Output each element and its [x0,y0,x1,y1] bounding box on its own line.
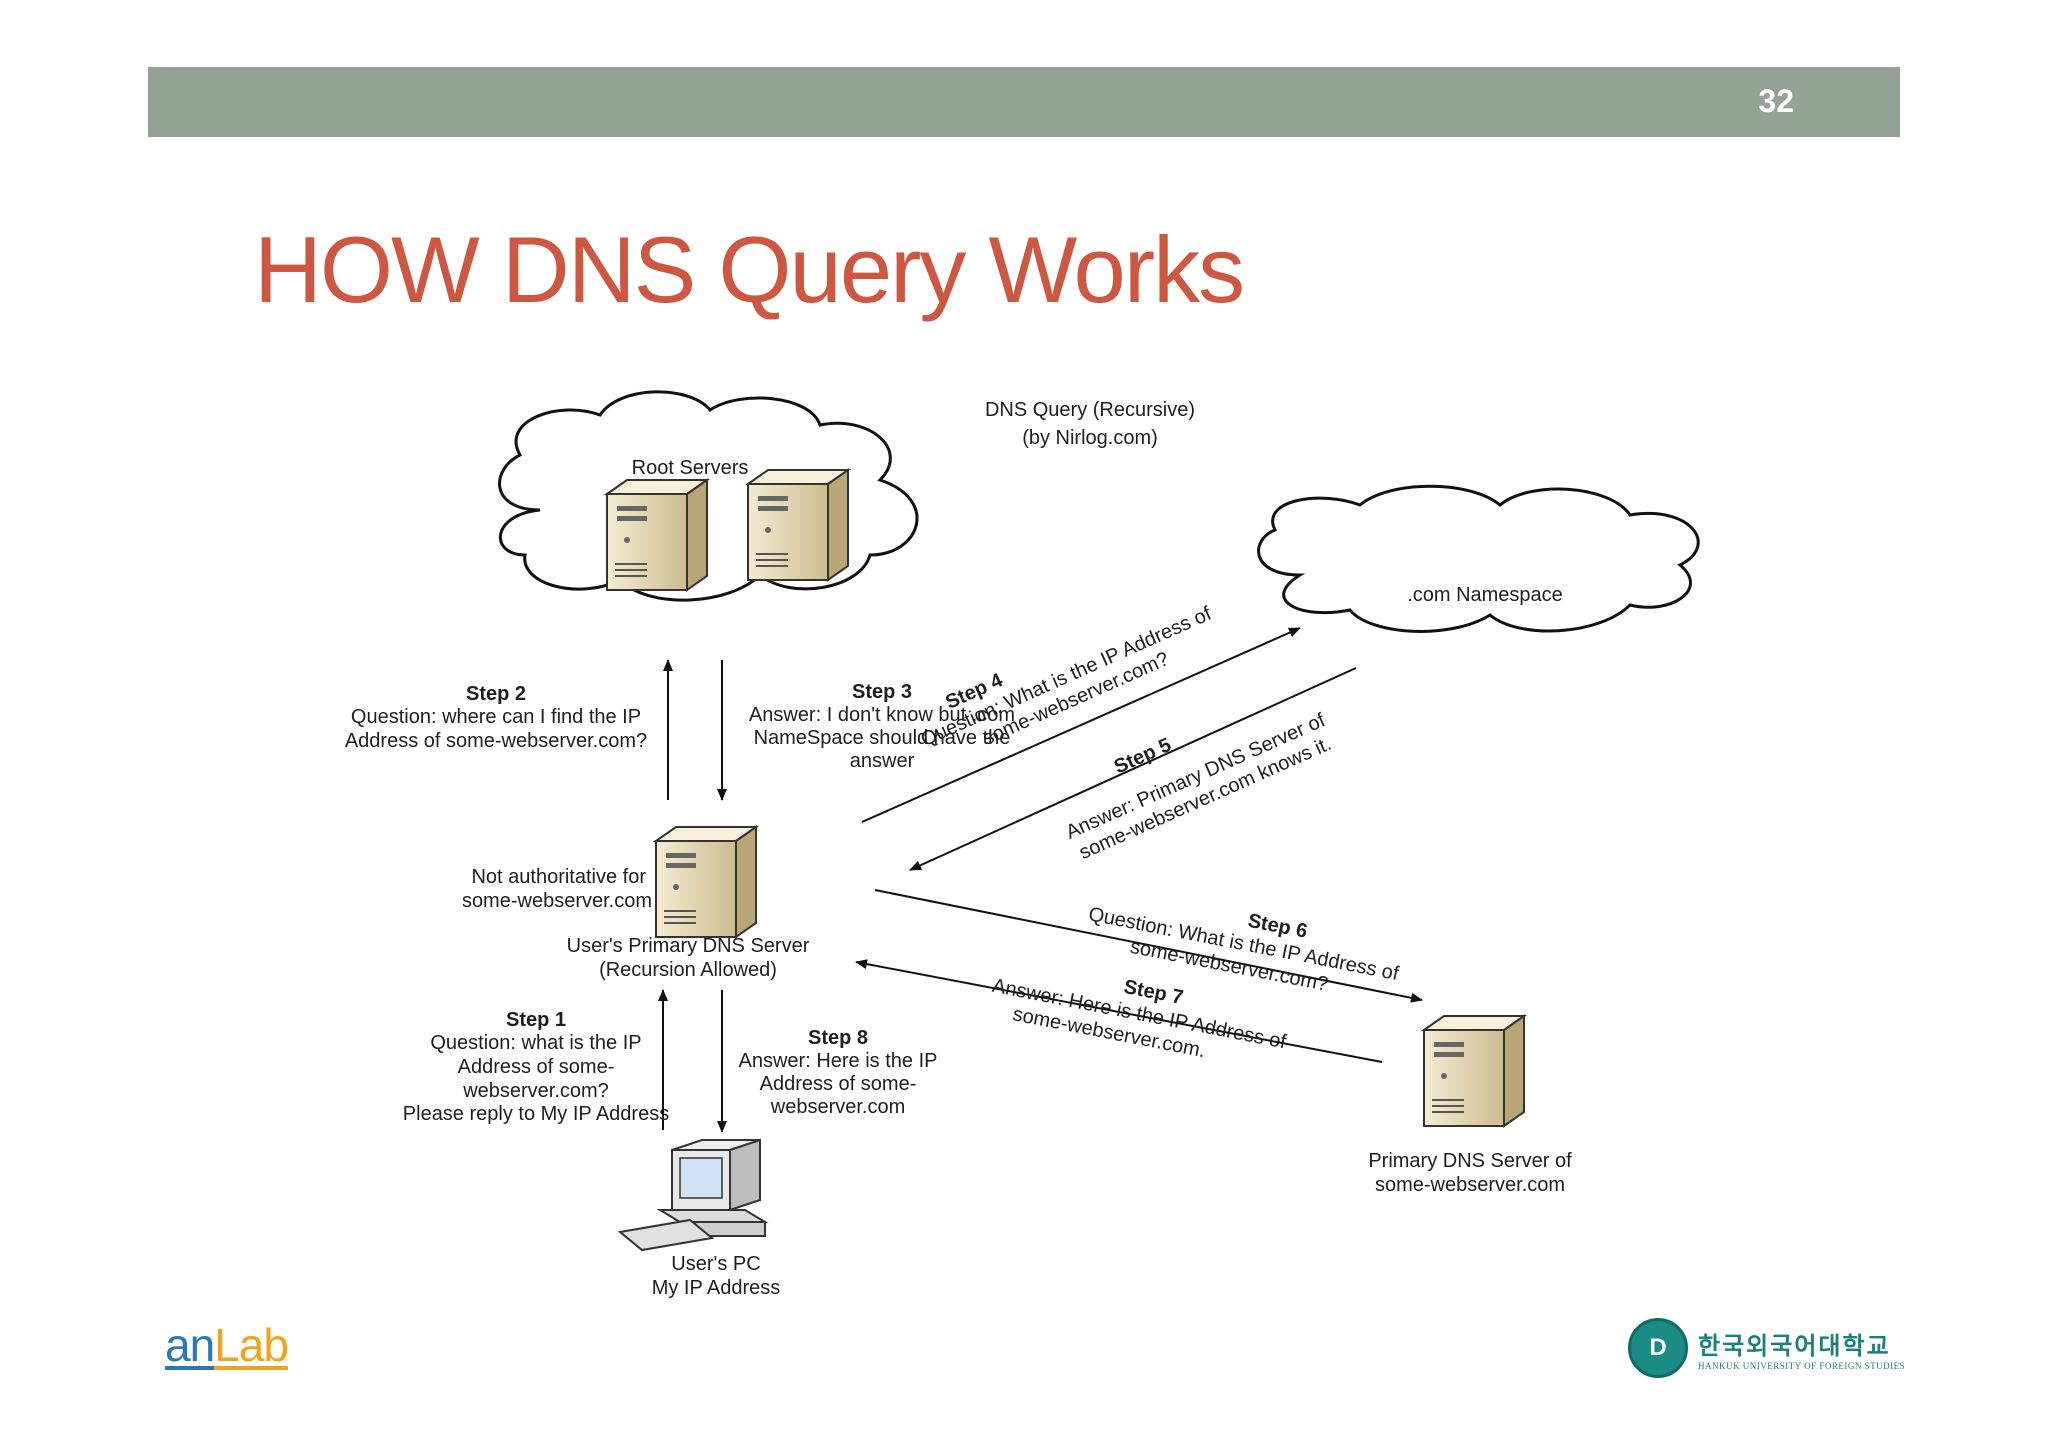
not-authoritative-line1: Not authoritative for [471,866,646,888]
step5-label: Step 5 [1111,734,1175,779]
step3-label: Step 3 [852,681,912,703]
anlab-logo-underline [165,1366,288,1370]
university-name-english: HANKUK UNIVERSITY OF FOREIGN STUDIES [1698,1360,1906,1371]
step2-label: Step 2 [466,683,526,705]
step4-text-line1: Question: What is the IP Address of [918,603,1215,752]
step6-arrow [874,889,1423,1003]
step1-text-line1: Question: what is the IP [430,1032,641,1054]
step5-arrow [909,667,1357,871]
authoritative-dns-label-line2: some-webserver.com [1375,1174,1565,1196]
step3-text-line1: Answer: I don't know but .com [749,704,1015,726]
root-servers-label: Root Servers [632,457,749,479]
step3-text-line2: NameSpace should have the [754,727,1011,749]
primary-dns-label-line1: User's Primary DNS Server [567,935,810,957]
users-pc-label-line1: User's PC [671,1253,760,1275]
not-authoritative-line2: some-webserver.com [462,890,652,912]
com-namespace-cloud [1257,484,1700,633]
step1-text-line4: Please reply to My IP Address [403,1103,669,1125]
anlab-logo-lab: Lab [214,1319,289,1371]
users-pc-label-line2: My IP Address [652,1277,781,1299]
com-namespace-label: .com Namespace [1407,584,1563,606]
slide-number: 32 [1758,83,1794,119]
anlab-logo: anLab [165,1318,289,1372]
primary-dns-label-line2: (Recursion Allowed) [599,959,777,981]
university-names: 한국외국어대학교 HANKUK UNIVERSITY OF FOREIGN ST… [1698,1326,1905,1371]
step2-text-line1: Question: where can I find the IP [351,706,641,728]
step8-text-line3: webserver.com [770,1096,906,1118]
step8-text-line2: Address of some- [760,1073,917,1095]
step1-text-line2: Address of some- [458,1056,615,1078]
root-server-1 [606,479,708,591]
root-servers-cloud [498,390,919,602]
users-primary-dns-server [655,826,757,938]
university-name-korean: 한국외국어대학교 [1698,1332,1891,1360]
step3-text-line3: answer [850,750,915,772]
university-logo: D 한국외국어대학교 HANKUK UNIVERSITY OF FOREIGN … [1628,1318,1905,1378]
university-seal-icon: D [1628,1318,1688,1378]
step5-text-line1: Answer: Primary DNS Server of [1063,709,1329,844]
header-bar [148,67,1900,137]
anlab-logo-an: an [165,1319,215,1371]
users-pc-icon [617,1138,769,1252]
step1-text-line3: webserver.com? [462,1080,609,1102]
root-server-2 [747,469,849,581]
diagram-caption-line2: (by Nirlog.com) [1022,427,1158,449]
step7-arrow [855,959,1383,1063]
diagram-caption-line1: DNS Query (Recursive) [985,399,1195,421]
step1-label: Step 1 [506,1009,566,1031]
authoritative-dns-server [1423,1015,1525,1127]
step8-text-line1: Answer: Here is the IP [739,1050,938,1072]
authoritative-dns-label-line1: Primary DNS Server of [1368,1150,1572,1172]
step8-label: Step 8 [808,1027,868,1049]
step2-text-line2: Address of some-webserver.com? [345,730,647,752]
step4-arrow [861,627,1301,823]
step5-text-line2: some-webserver.com knows it. [1076,733,1335,864]
slide-title: HOW DNS Query Works [254,217,1245,322]
